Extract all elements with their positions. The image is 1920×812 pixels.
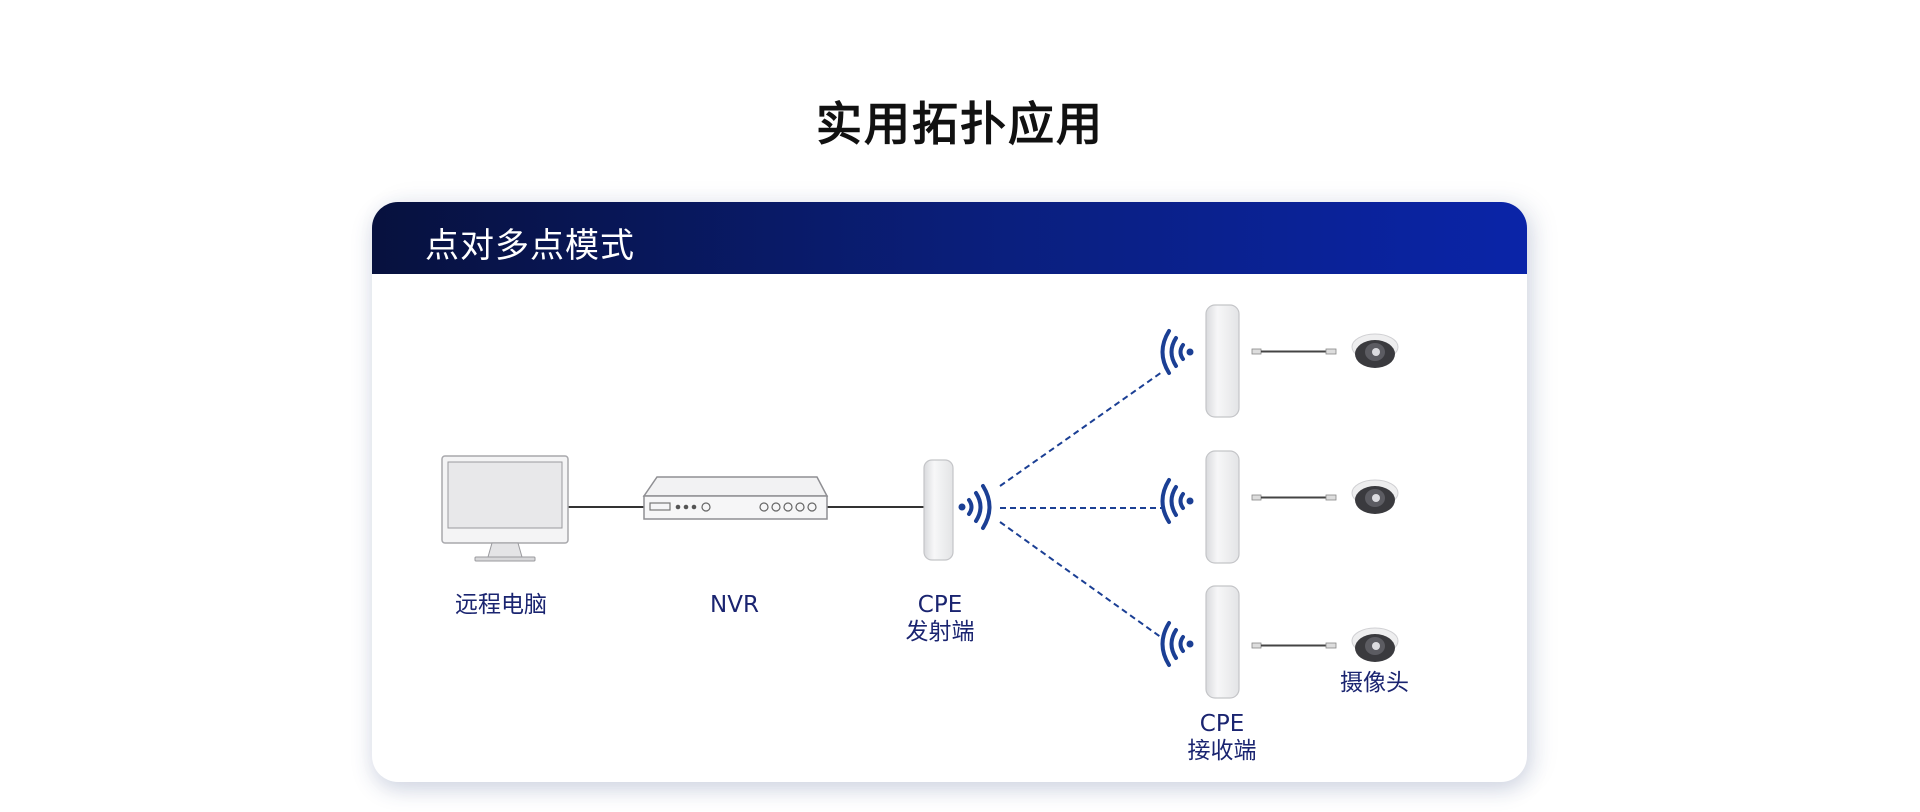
label-cpe-transmitter-line2: 发射端	[905, 619, 975, 645]
label-cpe-transmitter-line1: CPE	[917, 592, 963, 618]
label-cpe-transmitter: CPE 发射端	[900, 592, 980, 646]
card-header: 点对多点模式	[372, 202, 1527, 274]
label-nvr: NVR	[710, 592, 759, 618]
receiver-row-middle	[1160, 450, 1399, 564]
card-title: 点对多点模式	[425, 226, 635, 266]
wireless-link-bottom	[999, 521, 1163, 639]
wifi-signal-icon	[1160, 478, 1194, 524]
topology-card: 点对多点模式	[372, 202, 1527, 782]
cpe-icon	[1205, 450, 1240, 564]
monitor-icon	[441, 455, 569, 562]
receiver-row-bottom	[1160, 585, 1399, 699]
topology-diagram	[441, 304, 1399, 699]
label-cpe-receiver-line1: CPE	[1199, 711, 1245, 737]
camera-icon	[1351, 333, 1399, 368]
page-title: 实用拓扑应用	[816, 97, 1104, 151]
camera-icon	[1351, 627, 1399, 662]
camera-icon	[1351, 479, 1399, 514]
wifi-signal-icon	[1160, 621, 1194, 667]
cable	[1251, 642, 1337, 649]
label-cpe-receiver-line2: 接收端	[1187, 738, 1257, 764]
wifi-signal-icon	[958, 484, 992, 530]
label-cpe-receiver: CPE 接收端	[1182, 711, 1262, 765]
cpe-icon	[923, 459, 954, 561]
cable	[1251, 494, 1337, 501]
wifi-signal-icon	[1160, 329, 1194, 375]
cpe-icon	[1205, 304, 1240, 418]
label-computer: 远程电脑	[455, 592, 547, 618]
cpe-icon	[1205, 585, 1240, 699]
wireless-link-top	[999, 371, 1163, 487]
nvr-icon	[642, 476, 829, 520]
receiver-row-top	[1160, 304, 1399, 418]
cable	[1251, 348, 1337, 355]
label-camera: 摄像头	[1340, 670, 1409, 696]
